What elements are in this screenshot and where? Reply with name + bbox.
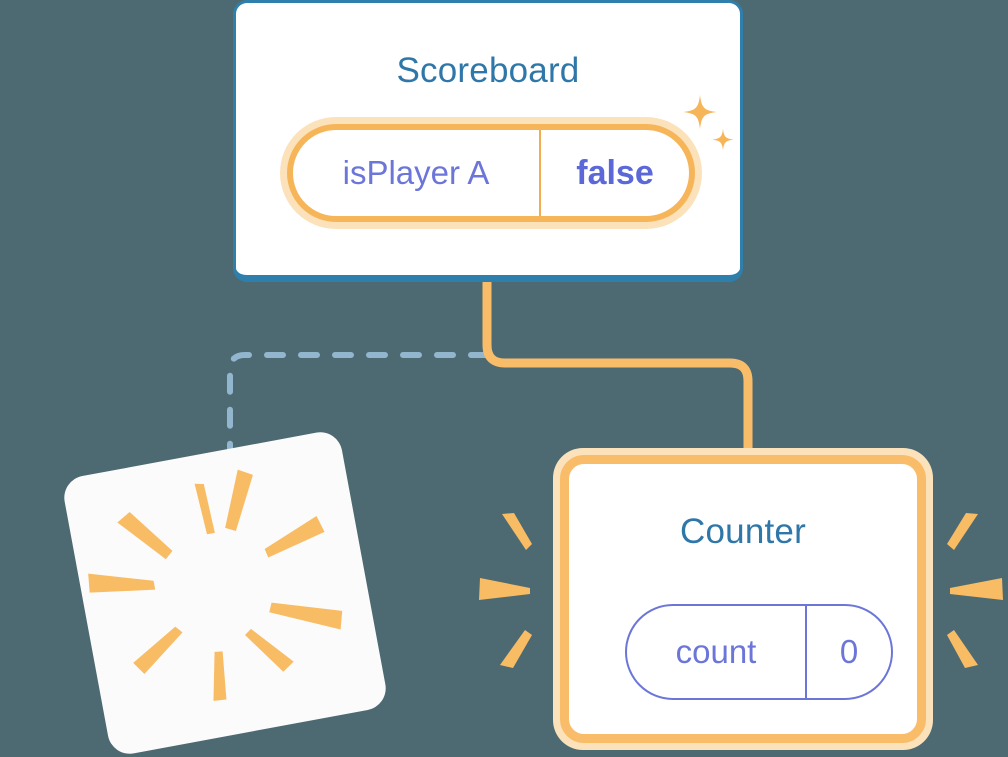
burst-ray xyxy=(479,578,530,600)
scoreboard-card[interactable]: Scoreboard isPlayer A false xyxy=(233,0,743,282)
counter-card-body[interactable]: Counter count 0 xyxy=(560,455,926,743)
connector-scoreboard-to-counter xyxy=(482,282,753,460)
burst-ray xyxy=(88,573,156,593)
scoreboard-title: Scoreboard xyxy=(396,51,580,90)
blank-card[interactable] xyxy=(60,428,390,757)
burst-ray xyxy=(950,578,1003,600)
counter-card[interactable]: Counter count 0 xyxy=(553,448,933,750)
burst-ray xyxy=(133,626,183,675)
counter-pill-key: count xyxy=(627,606,807,698)
blank-card-burst-rays xyxy=(88,469,343,701)
burst-ray xyxy=(947,513,978,550)
scoreboard-pill-key: isPlayer A xyxy=(293,130,541,216)
burst-ray xyxy=(947,630,978,668)
counter-state-pill[interactable]: count 0 xyxy=(625,604,893,700)
burst-ray xyxy=(213,651,227,701)
burst-ray xyxy=(264,516,325,558)
burst-ray xyxy=(117,512,173,560)
scoreboard-pill-body[interactable]: isPlayer A false xyxy=(287,124,695,222)
burst-ray xyxy=(500,630,532,668)
burst-ray xyxy=(502,513,532,550)
scoreboard-state-pill[interactable]: isPlayer A false xyxy=(280,117,702,229)
scoreboard-pill-value: false xyxy=(576,153,654,192)
sparkle-large-icon xyxy=(683,95,717,129)
burst-ray xyxy=(225,469,253,531)
sparkle-small-icon xyxy=(712,129,734,151)
counter-title: Counter xyxy=(680,512,806,551)
sparkle-icon-group xyxy=(683,95,734,151)
counter-pill-value: 0 xyxy=(839,633,859,670)
counter-burst-rays-left xyxy=(479,513,532,668)
burst-ray xyxy=(194,483,215,535)
burst-ray xyxy=(244,628,294,672)
burst-ray xyxy=(269,602,343,630)
counter-burst-rays-right xyxy=(947,513,1003,668)
